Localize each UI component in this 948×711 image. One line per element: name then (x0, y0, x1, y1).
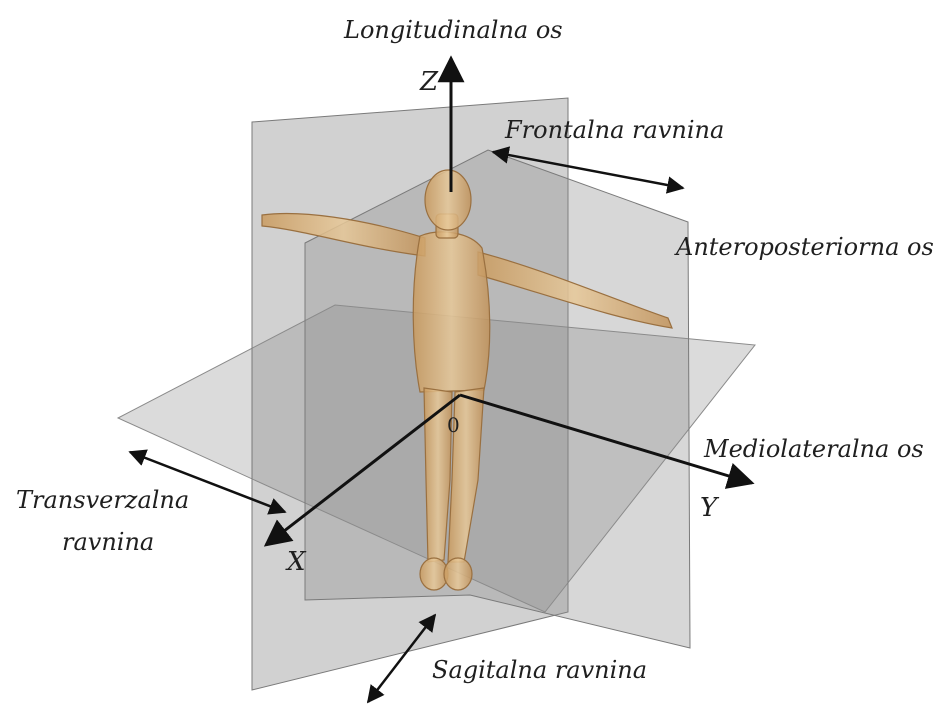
mediolateral-axis-label: Mediolateralna os (703, 435, 924, 463)
anteroposterior-axis-label: Anteroposteriorna os (674, 233, 934, 261)
axis-x-label: X (285, 547, 307, 577)
origin-label: 0 (447, 413, 460, 437)
axis-z-label: Z (419, 67, 439, 97)
transverse-plane-label-line1: Transverzalna (16, 486, 189, 514)
transverse-plane-label-line2: ravnina (62, 528, 154, 556)
torso (413, 232, 490, 392)
frontal-plane-label: Frontalna ravnina (504, 116, 724, 144)
right-foot (444, 558, 472, 590)
longitudinal-axis-label: Longitudinalna os (343, 16, 563, 44)
sagittal-plane-label: Sagitalna ravnina (432, 656, 647, 684)
axis-y-label: Y (700, 493, 720, 523)
head (425, 170, 471, 230)
